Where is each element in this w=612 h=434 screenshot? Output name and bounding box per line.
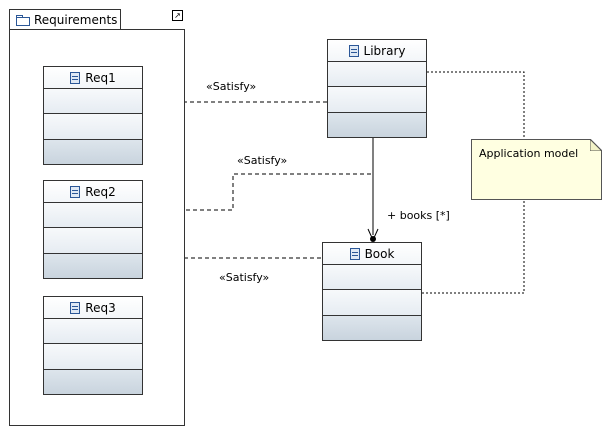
package-tab[interactable]: Requirements bbox=[9, 9, 121, 29]
class-req1[interactable]: Req1 bbox=[43, 66, 143, 165]
attributes-compartment[interactable] bbox=[44, 89, 142, 115]
satisfy-label-2: «Satisfy» bbox=[237, 154, 288, 167]
extra-compartment[interactable] bbox=[44, 139, 142, 164]
class-header: Library bbox=[328, 40, 426, 62]
note-text: Application model bbox=[479, 147, 579, 160]
class-header: Req2 bbox=[44, 181, 142, 203]
operations-compartment[interactable] bbox=[44, 228, 142, 254]
extra-compartment[interactable] bbox=[323, 315, 421, 340]
class-icon bbox=[70, 71, 81, 84]
extra-compartment[interactable] bbox=[328, 112, 426, 137]
association-library-book[interactable] bbox=[367, 138, 379, 242]
class-name: Book bbox=[364, 246, 395, 261]
satisfy-label-3: «Satisfy» bbox=[219, 271, 270, 284]
class-req2[interactable]: Req2 bbox=[43, 180, 143, 279]
class-book[interactable]: Book bbox=[322, 242, 422, 341]
class-header: Req1 bbox=[44, 67, 142, 89]
operations-compartment[interactable] bbox=[44, 114, 142, 140]
attributes-compartment[interactable] bbox=[323, 265, 421, 291]
class-name: Library bbox=[363, 43, 406, 58]
class-req3[interactable]: Req3 bbox=[43, 296, 143, 395]
maximize-icon[interactable]: ↗ bbox=[172, 10, 183, 21]
class-icon bbox=[348, 44, 359, 57]
attributes-compartment[interactable] bbox=[328, 62, 426, 88]
extra-compartment[interactable] bbox=[44, 253, 142, 278]
note-fold-corner bbox=[590, 139, 602, 151]
operations-compartment[interactable] bbox=[44, 344, 142, 370]
class-library[interactable]: Library bbox=[327, 39, 427, 138]
class-icon bbox=[70, 301, 81, 314]
application-model-note[interactable]: Application model bbox=[471, 139, 602, 200]
operations-compartment[interactable] bbox=[328, 87, 426, 113]
operations-compartment[interactable] bbox=[323, 290, 421, 316]
satisfy-label-1: «Satisfy» bbox=[206, 80, 257, 93]
class-icon bbox=[349, 247, 360, 260]
note-attachment-library[interactable] bbox=[427, 71, 525, 139]
attributes-compartment[interactable] bbox=[44, 319, 142, 345]
class-name: Req2 bbox=[85, 184, 116, 199]
association-label-books: + books [*] bbox=[387, 209, 450, 222]
attributes-compartment[interactable] bbox=[44, 203, 142, 229]
extra-compartment[interactable] bbox=[44, 369, 142, 394]
package-name: Requirements bbox=[34, 12, 118, 27]
class-name: Req3 bbox=[85, 300, 116, 315]
class-header: Book bbox=[323, 243, 421, 265]
class-header: Req3 bbox=[44, 297, 142, 319]
class-name: Req1 bbox=[85, 70, 116, 85]
folder-icon bbox=[16, 14, 30, 26]
class-icon bbox=[70, 185, 81, 198]
